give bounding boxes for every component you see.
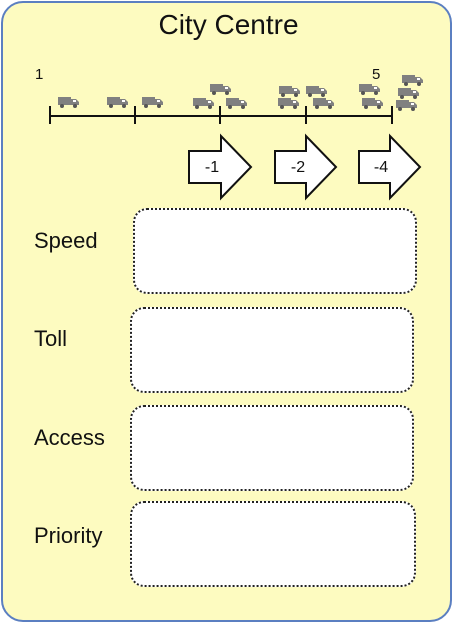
row-label-priority: Priority: [34, 523, 103, 548]
truck-icon: [193, 98, 214, 109]
truck-icon: [362, 98, 383, 109]
speed-box[interactable]: [133, 208, 417, 294]
scale-start-label: 1: [35, 66, 44, 83]
truck-icon: [396, 100, 417, 111]
access-box[interactable]: [130, 405, 414, 491]
priority-box[interactable]: [130, 501, 416, 587]
reduction-arrow: -2: [274, 133, 338, 201]
truck-icon: [278, 98, 299, 109]
reduction-arrow: -1: [188, 133, 253, 201]
truck-icon: [226, 98, 247, 109]
row-label-access: Access: [34, 425, 105, 450]
truck-icon: [107, 97, 128, 108]
truck-icon: [279, 86, 300, 97]
arrow-label: -2: [291, 159, 305, 176]
truck-icon: [306, 86, 327, 97]
truck-icon: [398, 88, 419, 99]
card-title: City Centre: [158, 9, 299, 40]
truck-icon: [359, 84, 380, 95]
toll-box[interactable]: [130, 307, 414, 393]
truck-icon: [58, 97, 79, 108]
truck-icon: [210, 84, 231, 95]
reduction-arrow: -4: [358, 133, 422, 201]
arrow-label: -1: [205, 159, 219, 176]
arrow-label: -4: [374, 159, 388, 176]
truck-icon: [142, 97, 163, 108]
truck-icon: [402, 75, 423, 86]
truck-icon: [313, 98, 334, 109]
row-label-toll: Toll: [34, 326, 68, 351]
scale-end-label: 5: [372, 66, 381, 83]
truck-timeline: -1 -2 -4: [49, 75, 423, 201]
row-label-speed: Speed: [34, 228, 98, 253]
